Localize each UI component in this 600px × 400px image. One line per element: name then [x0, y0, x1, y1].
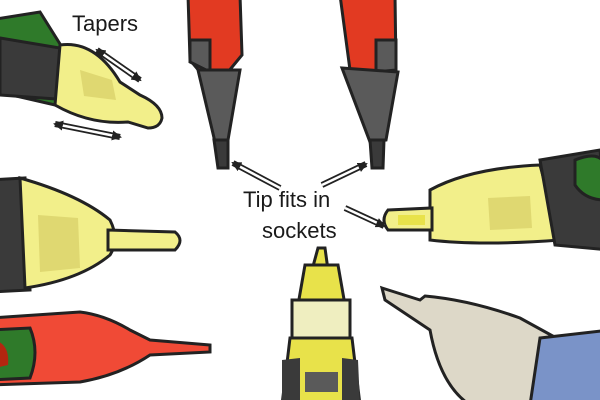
tapers-label: Tapers	[72, 11, 138, 36]
top-center-left-red-probe	[186, 0, 244, 170]
tip-fits-label-line2: sockets	[262, 218, 337, 243]
bottom-left-red-probe	[0, 310, 212, 387]
socket-arrow-left	[231, 160, 282, 191]
socket-arrow-right	[320, 161, 368, 188]
taper-arrow-lower	[53, 120, 122, 141]
tip-fits-label-line1: Tip fits in	[243, 187, 330, 212]
right-yellow-socket-cover	[382, 148, 600, 251]
top-center-right-red-probe	[339, 0, 400, 170]
socket-arrow-lower-right	[343, 205, 386, 229]
left-yellow-cover	[0, 175, 182, 294]
bottom-center-yellow-probe	[281, 246, 361, 400]
upper-left-yellow-tapered-cover	[0, 10, 164, 130]
taper-arrow-upper	[95, 47, 142, 83]
bottom-right-cream-probe	[379, 285, 600, 400]
